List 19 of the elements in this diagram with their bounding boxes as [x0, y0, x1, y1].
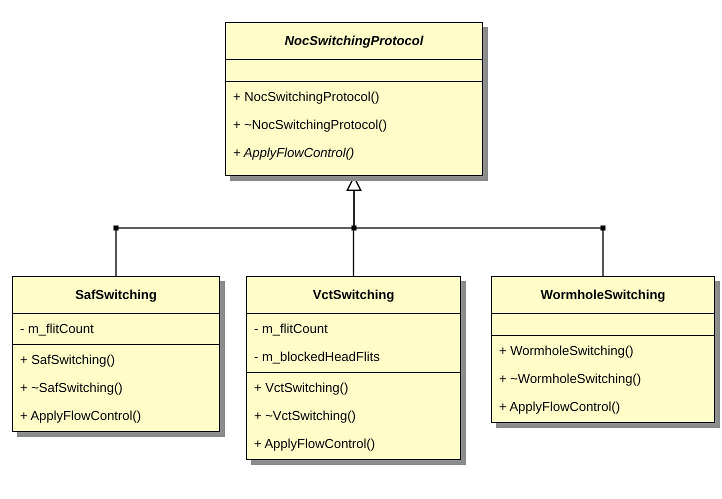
- class-name: VctSwitching: [312, 286, 394, 304]
- operation-text: + ApplyFlowControl(): [254, 434, 376, 453]
- operation-text: + SafSwitching(): [20, 350, 116, 369]
- operation-text: + VctSwitching(): [254, 378, 350, 397]
- class-name: WormholeSwitching: [540, 286, 666, 304]
- operation-text: + ApplyFlowControl(): [499, 398, 622, 416]
- operation-text: + ApplyFlowControl(): [20, 406, 142, 425]
- attribute-text: - m_flitCount: [20, 320, 95, 338]
- operation-text: + ~SafSwitching(): [20, 378, 124, 397]
- class-name: SafSwitching: [75, 286, 157, 304]
- operation-text: + ~WormholeSwitching(): [499, 370, 642, 388]
- attribute-text: - m_flitCount: [254, 320, 329, 338]
- operation-text: + ~VctSwitching(): [254, 406, 357, 425]
- class-name: NocSwitchingProtocol: [284, 32, 424, 50]
- operation-text: + WormholeSwitching(): [499, 342, 635, 360]
- operation-text: + ApplyFlowControl(): [233, 144, 356, 162]
- attribute-text: - m_blockedHeadFlits: [254, 348, 381, 366]
- operation-text: + ~NocSwitchingProtocol(): [233, 116, 388, 134]
- operation-text: + NocSwitchingProtocol(): [233, 88, 380, 106]
